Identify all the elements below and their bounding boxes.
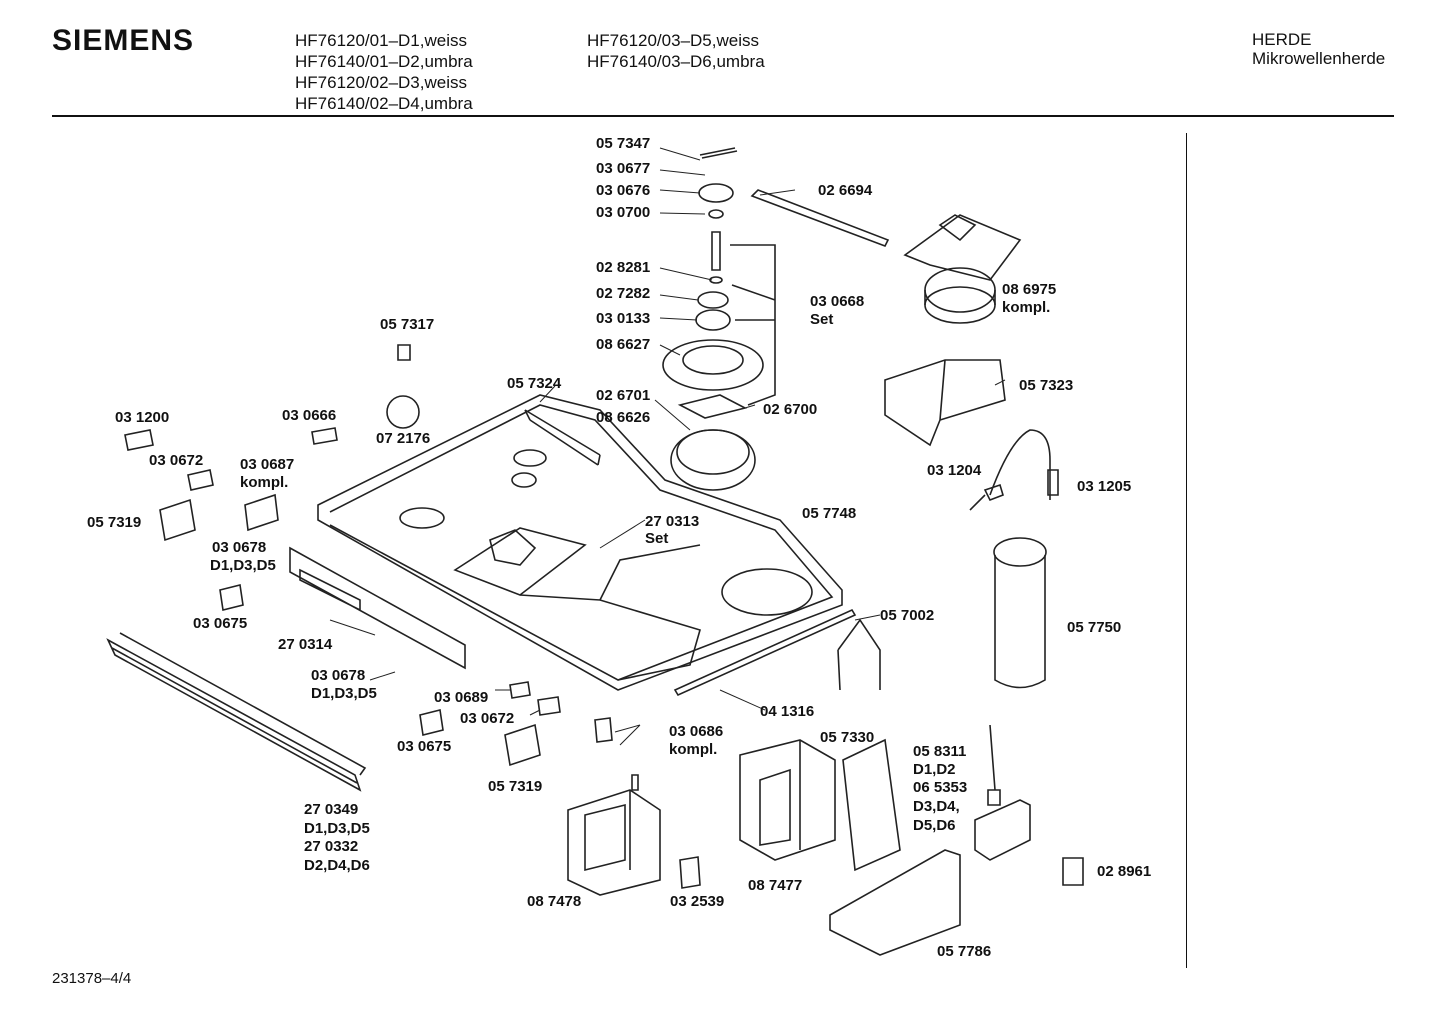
turntable-stack-drawing bbox=[662, 147, 764, 491]
part-label: Set bbox=[645, 530, 669, 547]
column-divider bbox=[1186, 133, 1187, 968]
document-id: 231378–4/4 bbox=[52, 970, 132, 987]
fuse-drawing bbox=[1062, 857, 1084, 886]
part-label: 05 7750 bbox=[1067, 619, 1122, 636]
part-label: 27 0332 bbox=[304, 838, 359, 855]
part-label: 03 0666 bbox=[282, 407, 337, 424]
part-label: 03 0676 bbox=[596, 182, 651, 199]
part-label: 03 0133 bbox=[596, 310, 651, 327]
part-label: D1,D3,D5 bbox=[304, 820, 370, 837]
part-label: 03 0668 bbox=[810, 293, 865, 310]
part-label: D1,D3,D5 bbox=[311, 685, 377, 702]
part-label: 27 0314 bbox=[278, 636, 333, 653]
air-guide-drawing bbox=[884, 359, 1006, 447]
tray-drawing bbox=[837, 618, 881, 691]
header-rule bbox=[52, 115, 1394, 117]
model-line: HF76140/03–D6,umbra bbox=[587, 52, 765, 71]
bracket-drawing bbox=[974, 724, 1031, 861]
part-label: 03 0689 bbox=[434, 689, 489, 706]
part-label: 03 1205 bbox=[1077, 478, 1132, 495]
capacitor-drawing bbox=[993, 537, 1047, 689]
cable-drawing bbox=[969, 429, 1059, 511]
part-label: 02 6694 bbox=[818, 182, 873, 199]
model-line: HF76120/01–D1,weiss bbox=[295, 31, 467, 50]
part-label: 03 0675 bbox=[193, 615, 248, 632]
part-label: 02 6700 bbox=[763, 401, 818, 418]
part-label: 03 0687 bbox=[240, 456, 295, 473]
part-label: 06 5353 bbox=[913, 779, 968, 796]
part-label: D5,D6 bbox=[913, 817, 956, 834]
model-line: HF76140/02–D4,umbra bbox=[295, 94, 473, 113]
part-label: D2,D4,D6 bbox=[304, 857, 370, 874]
part-label: 03 0686 bbox=[669, 723, 724, 740]
part-label: 03 2539 bbox=[670, 893, 725, 910]
part-label: 27 0313 bbox=[645, 513, 700, 530]
part-label: 08 7478 bbox=[527, 893, 582, 910]
model-list-1: HF76120/01–D1,weiss HF76140/01–D2,umbra … bbox=[295, 30, 473, 114]
part-label: 05 7330 bbox=[820, 729, 875, 746]
part-label: 05 7324 bbox=[507, 375, 562, 392]
fan-motor-drawing bbox=[903, 214, 1022, 324]
transformer-drawing bbox=[739, 739, 836, 861]
part-label: 03 1200 bbox=[115, 409, 170, 426]
part-label: 08 6626 bbox=[596, 409, 651, 426]
part-label: 03 0675 bbox=[397, 738, 452, 755]
leader-lines bbox=[329, 147, 1006, 746]
part-label: 07 2176 bbox=[376, 430, 431, 447]
part-label: kompl. bbox=[240, 474, 289, 491]
part-label: 03 0678 bbox=[212, 539, 267, 556]
part-label: D1,D3,D5 bbox=[210, 557, 276, 574]
part-label: kompl. bbox=[1002, 299, 1051, 316]
part-label: 03 0672 bbox=[460, 710, 515, 727]
shield-drawing bbox=[829, 849, 961, 956]
magnetron-drawing bbox=[567, 774, 661, 896]
model-list-2: HF76120/03–D5,weiss HF76140/03–D6,umbra bbox=[587, 30, 765, 72]
category-title: HERDE bbox=[1252, 30, 1312, 49]
part-label: Set bbox=[810, 311, 834, 328]
part-label: 08 6627 bbox=[596, 336, 651, 353]
part-label: 05 7319 bbox=[488, 778, 543, 795]
part-label: 02 8281 bbox=[596, 259, 651, 276]
belt-drawing bbox=[750, 189, 890, 248]
part-label: 05 7323 bbox=[1019, 377, 1074, 394]
rail-drawing bbox=[524, 409, 601, 466]
part-label: 03 1204 bbox=[927, 462, 982, 479]
long-bar-drawing bbox=[106, 632, 367, 792]
part-label: 05 7317 bbox=[380, 316, 435, 333]
category: HERDE Mikrowellenherde bbox=[1252, 30, 1385, 68]
part-label: D3,D4, bbox=[913, 798, 960, 815]
category-subtitle: Mikrowellenherde bbox=[1252, 49, 1386, 68]
part-label: 03 0677 bbox=[596, 160, 651, 177]
part-label: 03 0672 bbox=[149, 452, 204, 469]
set-bracket-lines bbox=[730, 244, 776, 406]
part-label: 02 7282 bbox=[596, 285, 651, 302]
model-line: HF76140/01–D2,umbra bbox=[295, 52, 473, 71]
bulb-drawing bbox=[386, 395, 420, 429]
switches-drawing bbox=[124, 427, 701, 889]
part-label: 05 8311 bbox=[913, 743, 967, 760]
part-label: 03 0678 bbox=[311, 667, 366, 684]
part-label: 27 0349 bbox=[304, 801, 359, 818]
plate-drawing bbox=[842, 738, 901, 872]
front-panel-drawing bbox=[289, 546, 466, 670]
part-label: kompl. bbox=[669, 741, 718, 758]
part-label: 05 7347 bbox=[596, 135, 651, 152]
part-label: 08 7477 bbox=[748, 877, 803, 894]
part-label: 03 0700 bbox=[596, 204, 651, 221]
model-line: HF76120/02–D3,weiss bbox=[295, 73, 467, 92]
base-plate-drawing bbox=[317, 394, 843, 691]
brand-logo: SIEMENS bbox=[52, 24, 195, 57]
strip-drawing bbox=[673, 608, 857, 697]
part-label: 04 1316 bbox=[760, 703, 815, 720]
model-line: HF76120/03–D5,weiss bbox=[587, 31, 759, 50]
part-label: 02 6701 bbox=[596, 387, 651, 404]
part-label: 05 7786 bbox=[937, 943, 992, 960]
part-label: 02 8961 bbox=[1097, 863, 1152, 880]
part-label: 08 6975 bbox=[1002, 281, 1057, 298]
part-label: 05 7002 bbox=[880, 607, 935, 624]
part-label: D1,D2 bbox=[913, 761, 956, 778]
part-label: 05 7319 bbox=[87, 514, 142, 531]
part-label: 05 7748 bbox=[802, 505, 857, 522]
